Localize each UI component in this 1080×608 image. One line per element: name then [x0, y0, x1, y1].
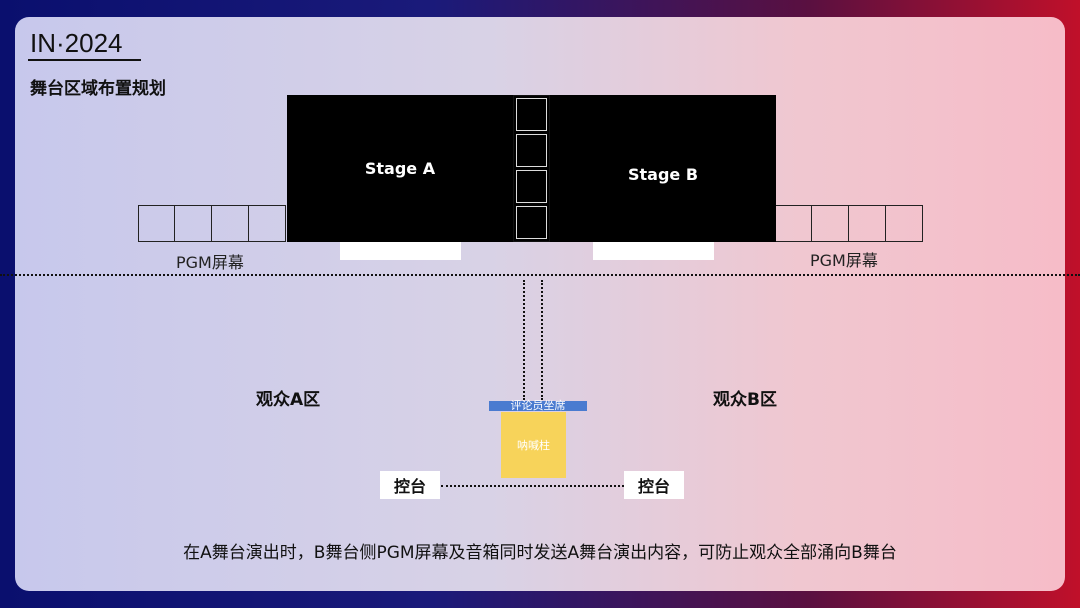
signal-line-a — [523, 280, 525, 400]
cheer-pillar: 呐喊柱 — [501, 412, 566, 478]
stage-a-label: Stage A — [364, 159, 436, 178]
console-right: 控台 — [624, 471, 684, 499]
page-title: 舞台区域布置规划 — [30, 79, 166, 99]
audience-zone-a: 观众A区 — [256, 390, 321, 410]
pgm-screen-left-label: PGM屏幕 — [176, 253, 244, 272]
pgm-screen-right-label: PGM屏幕 — [810, 251, 878, 270]
stage-b-front-bar — [593, 242, 714, 260]
brand-logo: IN·2024 — [30, 28, 123, 58]
console-left: 控台 — [380, 471, 440, 499]
console-link-line — [441, 485, 624, 487]
pgm-screen-left — [138, 205, 286, 242]
brand-underline — [28, 59, 141, 61]
pgm-screen-right — [776, 205, 923, 242]
stage-boundary-line — [0, 274, 1080, 276]
stage-b: Stage B — [550, 95, 776, 242]
signal-line-b — [541, 280, 543, 400]
stage-b-label: Stage B — [627, 165, 699, 184]
footer-note: 在A舞台演出时，B舞台侧PGM屏幕及音箱同时发送A舞台演出内容，可防止观众全部涌… — [183, 543, 897, 563]
stage-bridge — [513, 95, 550, 242]
audience-zone-b: 观众B区 — [713, 390, 777, 410]
stage-a: Stage A — [287, 95, 513, 242]
commentator-seat: 评论员坐席 — [489, 400, 587, 411]
stage-a-front-bar — [340, 242, 461, 260]
